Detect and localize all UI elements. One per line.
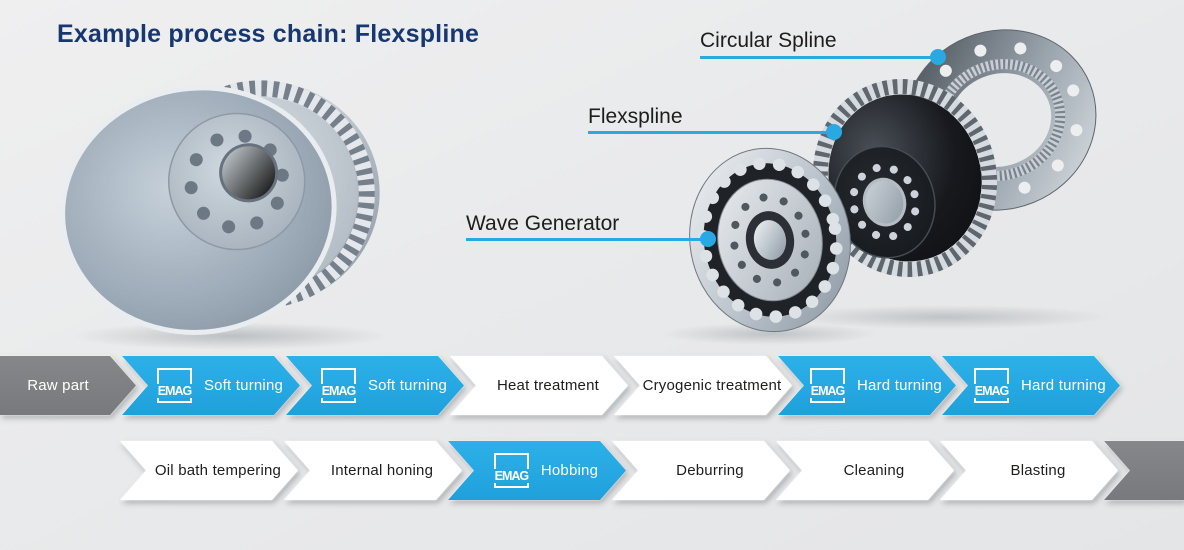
wave-generator-shadow (662, 323, 878, 345)
flexspline-part-holes (849, 163, 920, 241)
step-label: Cleaning (843, 462, 905, 479)
step-label: Internal honing (330, 462, 434, 479)
step-label: Deburring (676, 462, 744, 479)
callout-wave-generator-label: Wave Generator (466, 212, 620, 235)
process-step-deburring: Deburring (612, 441, 790, 500)
page-title: Example process chain: Flexspline (57, 20, 480, 48)
wave-generator-part (689, 147, 851, 333)
process-step-soft-turning-1: EMAG Soft turning (122, 356, 300, 415)
flexspline-product-image (60, 80, 388, 350)
step-label: Hobbing (540, 462, 599, 479)
wave-generator-balls (697, 157, 843, 323)
step-label: Soft turning (203, 377, 284, 394)
flexspline-part-teeth (812, 79, 998, 277)
step-label: Soft turning (367, 377, 448, 394)
flexspline-shadow (72, 322, 388, 350)
process-step-internal-honing: Internal honing (284, 441, 462, 500)
emag-logo: EMAG (810, 368, 845, 403)
flexspline-part-bore (862, 177, 907, 227)
emag-logo: EMAG (494, 453, 529, 488)
process-step-raw-part: Raw part (0, 356, 136, 415)
assembly-shadow (780, 305, 1110, 329)
process-step-end-cap (1104, 441, 1184, 500)
step-label: Hard turning (857, 377, 942, 394)
step-label: Raw part (27, 377, 89, 394)
circular-spline-internal-teeth (934, 59, 1066, 181)
process-step-hard-turning-2: EMAG Hard turning (942, 356, 1120, 415)
process-step-hobbing: EMAG Hobbing (448, 441, 626, 500)
process-step-soft-turning-2: EMAG Soft turning (286, 356, 464, 415)
process-step-cryogenic-treatment: Cryogenic treatment (614, 356, 792, 415)
step-label: Oil bath tempering (154, 462, 282, 479)
callout-circular-spline-dot (930, 49, 946, 65)
callout-flexspline-line (588, 131, 830, 134)
wave-generator-holes (729, 193, 811, 287)
emag-logo: EMAG (157, 368, 192, 403)
exploded-assembly-image (662, 29, 1110, 345)
callout-flexspline-label: Flexspline (588, 105, 683, 128)
callout-circular-spline-label: Circular Spline (700, 29, 837, 52)
callout-wave-generator-line (466, 238, 705, 241)
process-step-hard-turning-1: EMAG Hard turning (778, 356, 956, 415)
callout-flexspline-dot (826, 124, 842, 140)
emag-logo: EMAG (974, 368, 1009, 403)
step-label: Cryogenic treatment (642, 377, 782, 394)
process-step-blasting: Blasting (940, 441, 1118, 500)
flexspline-bolt-holes (184, 129, 290, 235)
step-label: Blasting (1010, 462, 1066, 479)
callout-circular-spline-line (700, 56, 937, 59)
step-label: Heat treatment (496, 377, 599, 394)
wave-generator-bore (753, 220, 787, 260)
step-label: Hard turning (1021, 377, 1106, 394)
callout-wave-generator-dot (700, 231, 716, 247)
process-step-heat-treatment: Heat treatment (450, 356, 628, 415)
process-step-cleaning: Cleaning (776, 441, 954, 500)
emag-logo: EMAG (321, 368, 356, 403)
process-step-oil-bath-tempering: Oil bath tempering (120, 441, 298, 500)
flexspline-center-bore (219, 143, 279, 203)
